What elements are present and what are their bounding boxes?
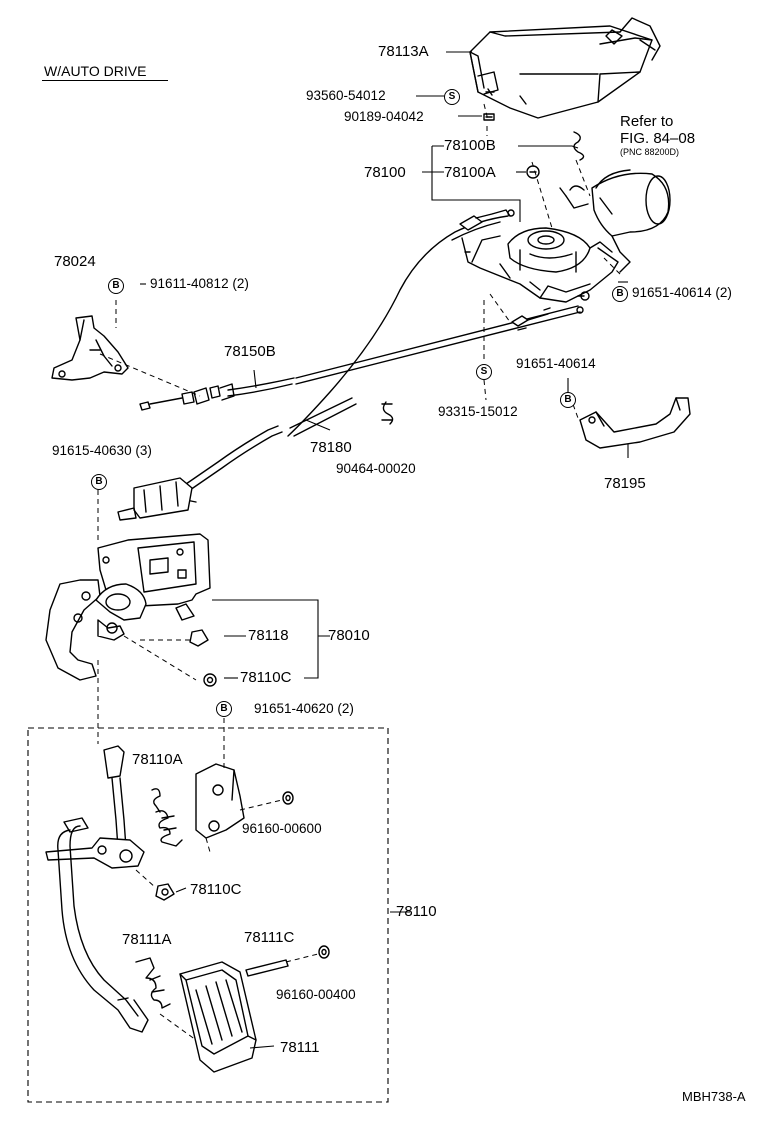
label-91611-40812: 91611-40812 (2) [150,276,249,291]
label-78111: 78111 [280,1039,320,1056]
label-78110C-bottom: 78110C [190,881,242,898]
label-78110: 78110 [396,903,437,920]
diagram-title: W/AUTO DRIVE [44,63,147,79]
label-90464-00020: 90464-00020 [336,461,416,476]
reference-line-1: Refer to [620,113,674,130]
pedal-arm-drawing [45,745,149,1033]
label-90189-04042: 90189-04042 [344,109,424,124]
pedal-bracket-drawing [195,763,294,839]
title-underline [42,80,168,81]
screw-badge-93560: S [444,89,460,105]
label-93560-54012: 93560-54012 [306,88,386,103]
pedal-pad-drawing [179,961,257,1073]
bracket-78024-drawing [51,315,129,381]
label-91651-40614: 91651-40614 [516,356,596,371]
label-78010: 78010 [328,627,370,644]
label-78150B: 78150B [224,343,276,360]
label-78100A: 78100A [444,164,496,181]
clip-and-nut-drawing [526,131,585,179]
reference-line-2: FIG. 84–08 [620,130,696,147]
label-78100: 78100 [364,164,406,181]
grommet-and-clip-drawing [381,401,394,425]
label-78113A: 78113A [378,43,429,60]
label-78111C: 78111C [244,929,295,946]
screw-badge-93315: S [476,364,492,380]
pin-78111C-drawing [245,945,330,977]
cables-drawing [139,209,584,503]
linkage-bracket-drawing [45,477,211,681]
bushing-parts-drawing [189,629,217,687]
bracket-78195-drawing [579,397,691,449]
label-78111A: 78111A [122,931,172,948]
bolt-badge-91611: B [108,278,124,294]
bolt-badge-91651-lower: B [216,701,232,717]
bolt-badge-91651-mid: B [560,392,576,408]
label-78024: 78024 [54,253,96,270]
label-91651-40614-2: 91651-40614 (2) [632,285,732,300]
bushing-78110C-drawing [155,883,175,901]
label-93315-15012: 93315-15012 [438,404,518,419]
spring-78110A-drawing [151,788,183,847]
label-91615-40630: 91615-40630 (3) [52,443,152,458]
label-78110A: 78110A [132,751,183,768]
label-78195: 78195 [604,475,646,492]
bolt-badge-91615: B [91,474,107,490]
label-96160-00400: 96160-00400 [276,987,356,1002]
label-96160-00600: 96160-00600 [242,821,322,836]
actuator-cover-drawing [469,17,661,119]
spring-78111A-drawing [135,957,171,1009]
actuator-motor-drawing [461,169,671,303]
label-78180: 78180 [310,439,352,456]
label-78110C-top: 78110C [240,669,292,686]
drawing-code: MBH738-A [682,1089,746,1104]
bolt-badge-91651-top: B [612,286,628,302]
label-78100B: 78100B [444,137,496,154]
label-91651-40620: 91651-40620 (2) [254,701,354,716]
label-78118: 78118 [248,627,289,644]
reference-line-3: (PNC 88200D) [620,147,680,157]
